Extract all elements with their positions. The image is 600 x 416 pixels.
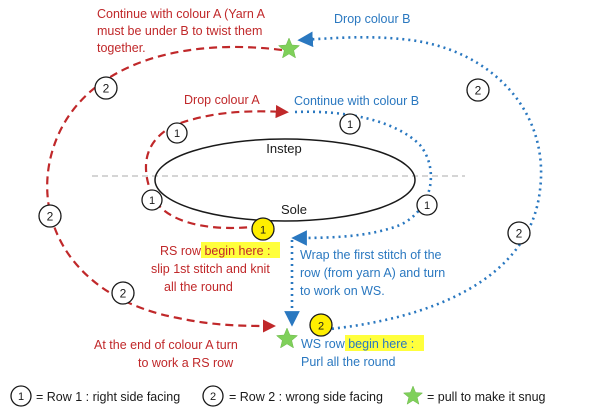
inner-red-path	[144, 104, 289, 230]
drop-colour-b-note: Drop colour B	[334, 12, 410, 26]
ws-highlight	[345, 335, 424, 351]
svg-text:2: 2	[516, 227, 523, 241]
row2-marker: 2	[111, 281, 135, 305]
outer-blue-path	[297, 31, 543, 332]
rs-row-note: RS row begin here :	[160, 244, 270, 258]
svg-text:1: 1	[424, 200, 430, 212]
svg-text:2: 2	[210, 391, 216, 403]
ws-row-note: WS row begin here :	[301, 337, 414, 351]
foot-oval	[154, 138, 416, 222]
svg-text:2: 2	[47, 210, 54, 224]
svg-text:= Row 1 : right side facing: = Row 1 : right side facing	[36, 390, 180, 404]
sole-label: Sole	[281, 202, 307, 217]
wrap-note: Wrap the first stitch of the row (from y…	[300, 248, 449, 298]
svg-text:= Row 2 : wrong side facing: = Row 2 : wrong side facing	[229, 390, 383, 404]
row2-start-marker: 2	[309, 313, 333, 337]
row1-marker: 1	[416, 194, 438, 216]
row2-marker: 2	[94, 76, 118, 100]
end-colour-a-note: At the end of colour A turn to work a RS…	[94, 338, 241, 370]
rs-highlight	[201, 242, 280, 258]
star-icon	[277, 37, 301, 59]
star-icon	[275, 327, 299, 349]
row1-marker: 1	[339, 113, 361, 135]
svg-text:1: 1	[149, 195, 155, 207]
svg-text:1: 1	[18, 391, 24, 403]
row1-start-marker: 1	[251, 217, 275, 241]
instep-label: Instep	[266, 141, 301, 156]
svg-text:= pull to make it snug: = pull to make it snug	[427, 390, 546, 404]
star-icon	[402, 385, 424, 405]
svg-text:2: 2	[475, 84, 482, 98]
continue-colour-a-note: Continue with colour A (Yarn A must be u…	[97, 7, 268, 55]
row1-marker: 1	[166, 122, 188, 144]
row2-marker: 2	[466, 78, 490, 102]
row2-marker: 2	[38, 204, 62, 228]
svg-text:2: 2	[120, 287, 127, 301]
inner-blue-path	[291, 110, 433, 246]
row1-marker: 1	[141, 189, 163, 211]
svg-text:1: 1	[260, 225, 266, 237]
rs-row-instructions: slip 1st stitch and knit all the round	[151, 262, 273, 294]
continue-colour-b-note: Continue with colour B	[294, 94, 419, 108]
svg-text:2: 2	[103, 82, 110, 96]
drop-colour-a-note: Drop colour A	[184, 93, 260, 107]
legend: 1 = Row 1 : right side facing 2 = Row 2 …	[10, 385, 546, 407]
svg-text:1: 1	[347, 119, 353, 131]
svg-text:2: 2	[318, 321, 324, 333]
outer-red-path	[46, 45, 283, 333]
ws-row-instructions: Purl all the round	[301, 355, 396, 369]
svg-text:1: 1	[174, 128, 180, 140]
row2-marker: 2	[507, 221, 531, 245]
